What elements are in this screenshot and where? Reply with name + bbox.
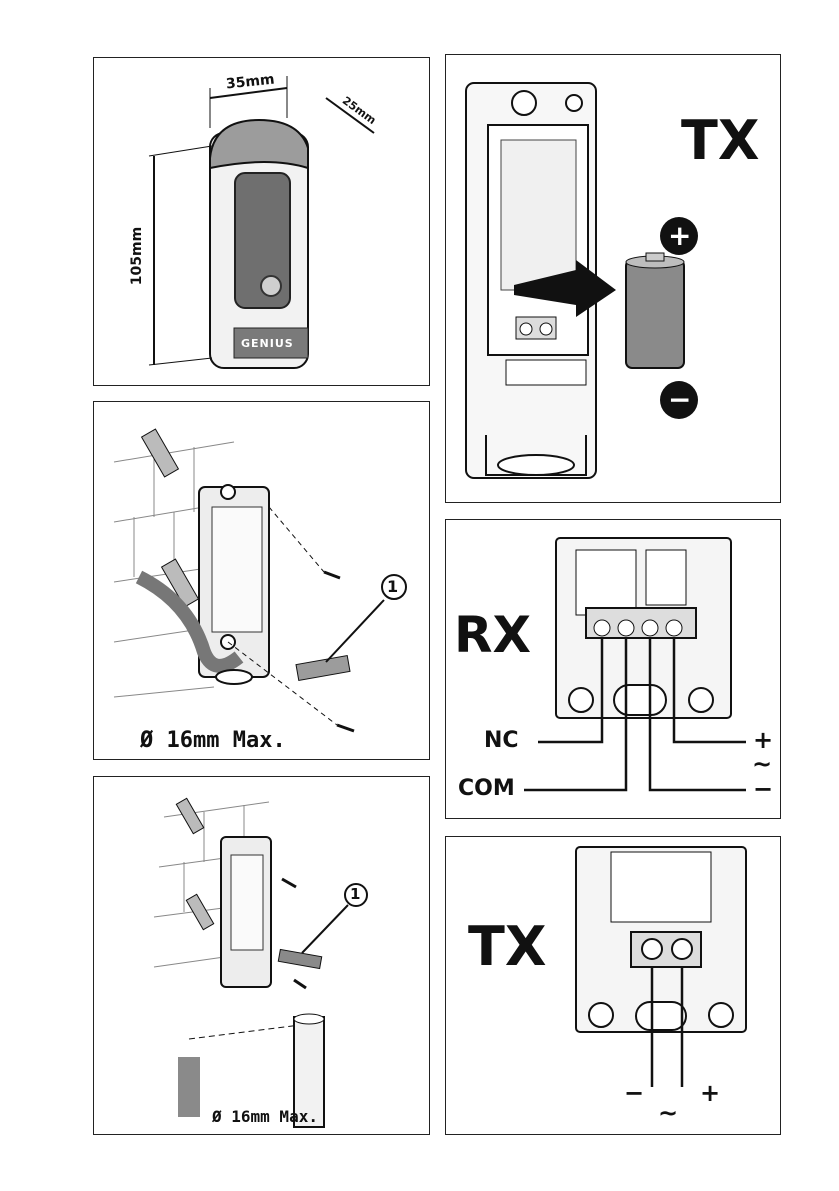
conduit-size-caption: Ø 16mm Max. bbox=[140, 728, 286, 753]
com-label: COM bbox=[458, 776, 515, 801]
rx-label: RX bbox=[454, 606, 531, 664]
device-dimension-drawing bbox=[94, 58, 429, 385]
tx-label: TX bbox=[681, 109, 759, 172]
rx-wiring-diagram bbox=[446, 520, 780, 818]
panel-wall-mount-2: 1 Ø 16mm Max. bbox=[93, 776, 430, 1135]
panel-rx-wiring: RX NC COM + ~ − bbox=[445, 519, 781, 819]
panel-tx-battery: TX + − bbox=[445, 54, 781, 503]
wall-mount-drawing-1 bbox=[94, 402, 429, 759]
brand-label: GENIUS bbox=[241, 337, 294, 350]
panel-tx-wiring: TX − ~ + bbox=[445, 836, 781, 1135]
tx-ac-label: ~ bbox=[658, 1099, 678, 1127]
conduit-size-caption-2: Ø 16mm Max. bbox=[212, 1107, 318, 1126]
callout-1-label-2: 1 bbox=[350, 885, 360, 903]
minus-label: − bbox=[668, 383, 691, 416]
tx-wiring-label: TX bbox=[468, 915, 546, 978]
panel-wall-mount-1: 1 Ø 16mm Max. bbox=[93, 401, 430, 760]
tx-plus-label: + bbox=[700, 1079, 720, 1107]
rx-minus-label: − bbox=[753, 775, 773, 803]
nc-label: NC bbox=[484, 728, 519, 753]
tx-wiring-diagram bbox=[446, 837, 780, 1134]
wall-mount-drawing-2 bbox=[94, 777, 429, 1134]
height-label: 105mm bbox=[129, 227, 145, 285]
rx-ac-label: ~ bbox=[752, 750, 772, 778]
plus-label: + bbox=[668, 219, 691, 252]
callout-1-label: 1 bbox=[387, 577, 398, 596]
tx-minus-label: − bbox=[624, 1079, 644, 1107]
panel-dimensions: 35mm 25mm 105mm GENIUS bbox=[93, 57, 430, 386]
